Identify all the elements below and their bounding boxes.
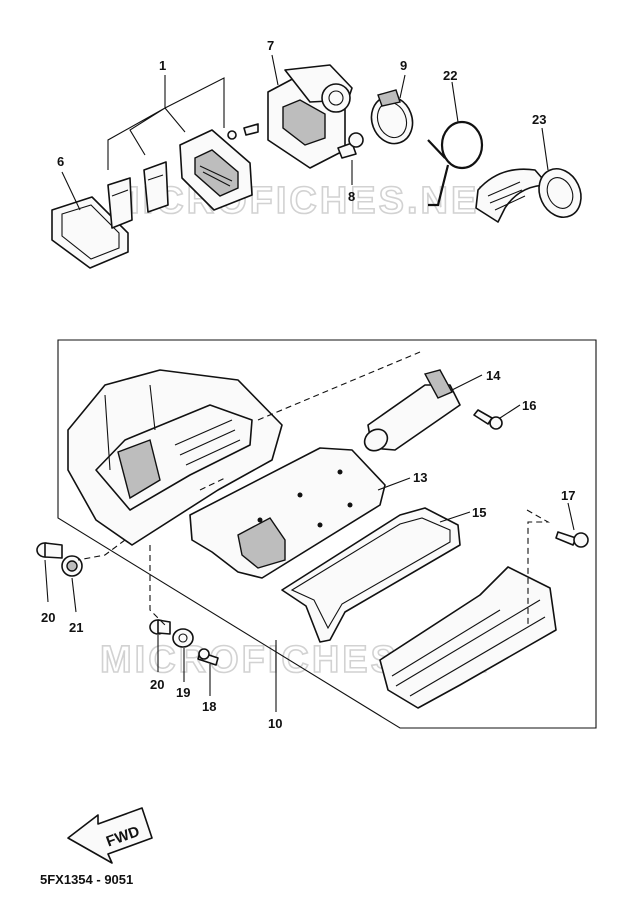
- part-reed-petals: [107, 161, 169, 229]
- part-boot-23: [475, 168, 582, 223]
- part-grommet-20-left: [36, 542, 63, 559]
- part-case-10: [67, 369, 283, 546]
- part-washer-19: [172, 628, 194, 648]
- part-screw-17: [555, 531, 589, 548]
- part-bolt-18: [197, 648, 219, 666]
- callout-13: 13: [413, 470, 427, 485]
- diagram-code: 5FX1354 - 9051: [40, 872, 133, 887]
- part-bolt-8: [337, 132, 364, 159]
- part-gasket-6: [51, 196, 129, 269]
- part-element-13: [189, 447, 386, 579]
- callout-20-lower: 20: [150, 677, 164, 692]
- callout-15: 15: [472, 505, 486, 520]
- callout-20-left: 20: [41, 610, 55, 625]
- callout-16: 16: [522, 398, 536, 413]
- lower-leaders: [44, 374, 575, 712]
- part-cover: [379, 566, 557, 709]
- callout-7: 7: [267, 38, 274, 53]
- callout-19: 19: [176, 685, 190, 700]
- part-clamp-9: [370, 89, 414, 145]
- callout-21: 21: [69, 620, 83, 635]
- part-seal-15: [281, 507, 461, 643]
- part-grommet-20-lower: [149, 619, 171, 635]
- part-reed-valve: [179, 123, 259, 211]
- part-spring-22: [427, 120, 484, 207]
- callout-14: 14: [486, 368, 501, 383]
- callout-6: 6: [57, 154, 64, 169]
- callout-9: 9: [400, 58, 407, 73]
- upper-assembly: [51, 64, 582, 269]
- fwd-arrow: FWD: [67, 807, 153, 864]
- callout-10: 10: [268, 716, 282, 731]
- part-screw-16: [473, 409, 503, 430]
- callouts: 1 6 7 8 9 22 23 14 16 13 15 17 20 21 20 …: [41, 38, 575, 731]
- callout-22: 22: [443, 68, 457, 83]
- callout-17: 17: [561, 488, 575, 503]
- upper-leaders: [61, 54, 549, 211]
- callout-23: 23: [532, 112, 546, 127]
- assembly-lines: [77, 351, 551, 626]
- callout-18: 18: [202, 699, 216, 714]
- callout-8: 8: [348, 189, 355, 204]
- part-duct-14: [363, 369, 461, 452]
- part-manifold-7: [267, 64, 353, 169]
- air-filter-case-frame: [57, 339, 597, 729]
- watermark-upper: MICROFICHES.NET: [108, 180, 506, 222]
- callout-1: 1: [159, 58, 166, 73]
- part-grommet-21: [61, 555, 83, 577]
